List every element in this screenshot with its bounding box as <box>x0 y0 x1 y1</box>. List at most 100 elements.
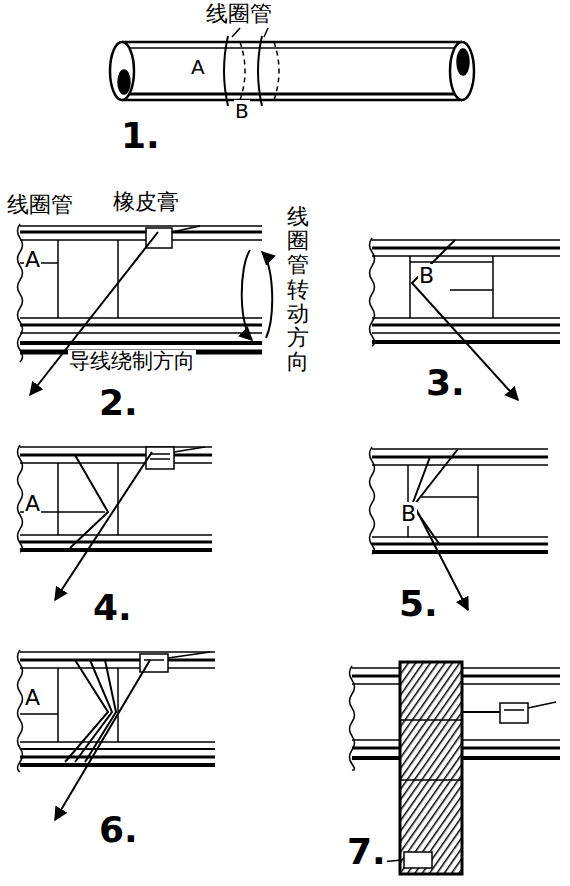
tube-section-7 <box>400 662 462 874</box>
tube-section-4 <box>146 447 174 469</box>
tube-perspective <box>457 49 469 75</box>
tube-section-5 <box>372 464 548 466</box>
tube-section-6 <box>55 660 150 820</box>
tube-section-2 <box>20 231 262 234</box>
tube-perspective <box>450 42 474 100</box>
tube-section-6 <box>20 651 215 653</box>
coil-winding-illustration <box>18 28 561 874</box>
point-label: B <box>400 502 417 526</box>
tube-perspective <box>258 36 262 106</box>
tube-section-5 <box>477 465 479 537</box>
point-label: B <box>234 100 250 122</box>
tube-section-7 <box>462 711 500 713</box>
step-number: 3. <box>425 363 466 403</box>
tube-section-3 <box>450 289 493 291</box>
tube-section-2 <box>20 225 262 227</box>
point-label: A <box>24 248 41 272</box>
tube-section-4 <box>20 462 212 464</box>
tube-section-6 <box>144 659 164 661</box>
tube-section-3 <box>492 256 494 318</box>
step-number: 4. <box>92 588 133 628</box>
tube-section-4 <box>20 534 212 536</box>
step-number: 2. <box>98 383 139 423</box>
tube-section-3 <box>372 324 560 327</box>
tube-section-6 <box>20 763 215 767</box>
point-label: A <box>24 686 41 710</box>
tube-section-5 <box>372 456 548 459</box>
tube-section-2 <box>172 226 200 232</box>
tube-section-5 <box>370 447 549 610</box>
tube-section-7 <box>400 779 462 781</box>
tube-section-7 <box>500 703 528 723</box>
tube-section-7 <box>400 719 462 721</box>
tube-section-4 <box>117 463 119 535</box>
tube-section-4 <box>150 453 170 455</box>
tube-perspective <box>122 42 462 100</box>
part-name: 线圈管 <box>6 193 74 217</box>
step-number: 6. <box>98 810 139 850</box>
tube-section-2 <box>20 317 262 319</box>
tube-section-4 <box>20 446 212 448</box>
tube-section-4 <box>20 454 212 457</box>
tube-perspective <box>274 42 279 100</box>
tube-section-2 <box>18 224 273 395</box>
tube-perspective <box>110 42 134 100</box>
tube-perspective <box>110 28 474 106</box>
tube-section-2 <box>262 252 272 338</box>
step-number: 5. <box>398 584 439 624</box>
tube-section-4 <box>57 463 59 535</box>
tube-section-2 <box>20 239 262 241</box>
part-name: 线圈管 <box>205 2 273 26</box>
direction-note: 线圈管转动方向 <box>287 205 309 374</box>
tube-perspective <box>232 28 240 37</box>
tube-section-4 <box>55 452 152 600</box>
tube-section-5 <box>407 465 409 537</box>
tube-section-3 <box>372 317 560 319</box>
tube-section-2 <box>20 324 262 327</box>
tube-section-3 <box>372 247 560 250</box>
tube-section-2 <box>242 250 252 340</box>
tube-section-3 <box>409 256 411 318</box>
tube-section-6 <box>168 652 210 658</box>
tube-section-3 <box>410 261 493 263</box>
tube-section-6 <box>18 650 216 820</box>
tube-section-7 <box>350 666 355 770</box>
tube-section-6 <box>20 756 215 759</box>
tube-section-2 <box>146 228 172 248</box>
tube-section-6 <box>18 650 23 772</box>
tube-section-6 <box>57 668 59 742</box>
tube-section-4 <box>150 458 170 460</box>
tube-perspective <box>224 36 228 106</box>
tube-perspective <box>122 47 462 49</box>
tube-section-2 <box>20 341 262 345</box>
point-label: A <box>190 56 206 78</box>
tube-section-4 <box>18 445 213 600</box>
tube-section-2 <box>18 224 23 362</box>
tube-section-3 <box>372 332 560 334</box>
tube-section-7 <box>404 852 432 868</box>
step-number: 1. <box>120 116 161 156</box>
tube-section-5 <box>372 543 548 546</box>
tube-section-2 <box>117 240 119 318</box>
tube-section-6 <box>117 668 119 742</box>
tube-section-4 <box>174 447 205 452</box>
tube-perspective <box>118 70 130 94</box>
tube-section-6 <box>85 660 116 762</box>
tube-section-4 <box>70 455 108 548</box>
tube-section-2 <box>20 332 262 334</box>
tube-section-4 <box>20 541 212 544</box>
point-label: B <box>418 264 435 288</box>
tube-section-7 <box>528 702 556 708</box>
tube-section-6 <box>20 659 215 662</box>
tube-section-6 <box>20 713 58 715</box>
tube-section-5 <box>372 550 548 554</box>
part-name: 橡皮膏 <box>112 190 180 214</box>
tube-section-6 <box>20 748 215 750</box>
tube-section-3 <box>372 255 560 257</box>
tube-section-4 <box>20 548 212 552</box>
tube-section-5 <box>372 448 548 450</box>
tube-section-3 <box>372 239 560 241</box>
tube-perspective <box>122 41 462 44</box>
direction-note: 导线绕制方向 <box>68 350 196 373</box>
